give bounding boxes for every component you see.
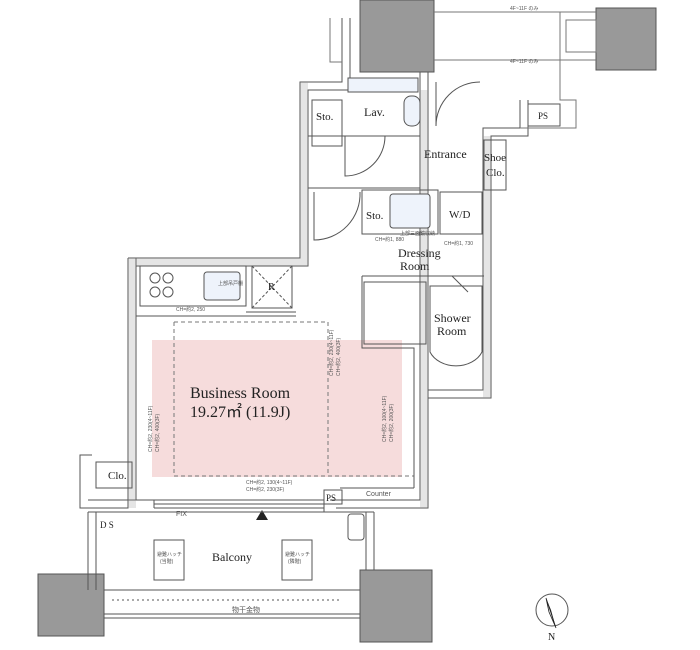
counter-label: Counter [366,491,392,498]
wd-label: W/D [449,209,470,221]
ps-top-label: PS [538,111,548,121]
ps-top-box [527,103,561,127]
business-room-area: 19.27㎡ (11.9J) [190,403,290,421]
refrigerator-label: R [268,282,275,293]
ch-dressing-1: CH=約1, 880 [375,236,404,243]
compass-label: N [548,632,555,643]
hatch-left-2: (当階) [160,558,174,565]
hatch-right-2: (隣階) [288,558,302,565]
ch-right-b: CH=約2, 200(3F) [388,403,395,442]
ch-center-b: CH=約2, 400(3F) [335,337,342,376]
upper-cabinet-2: 上部三面鏡収納 [400,230,435,237]
hatch-right-1: 避難ハッチ [285,551,310,558]
ch-right-a: CH=約2, 100(4~11F) [381,395,388,442]
top-balcony [329,11,597,129]
ch-left-b: CH=約2, 400(3F) [154,413,161,452]
balcony-label: Balcony [212,550,252,564]
lav-label: Lav. [364,105,385,119]
compass-icon [535,593,569,629]
shower-label-1: Shower [434,311,471,325]
sto-mid-label: Sto. [366,210,384,222]
shoe-closet-box [483,139,507,191]
clothes-rail-label: 物干金物 [232,605,260,614]
ch-bottom-a: CH=約2, 130(4~11F) [246,479,293,486]
ds-label: D S [100,520,114,530]
dressing-room [361,189,484,277]
entrance-label: Entrance [424,147,467,161]
business-room-highlight [152,340,402,477]
ps-bottom-label: PS [326,493,336,503]
shower-label-2: Room [437,324,467,338]
sto-top-label: Sto. [316,111,334,123]
top-dim-2: 4F~11F のみ [510,59,538,65]
structural-columns [37,0,657,643]
shower-room [363,275,483,367]
dressing-label-1: Dressing [398,246,441,260]
closet-left-box [95,461,133,489]
clo-left-label: Clo. [108,470,127,482]
wall-fill [128,82,491,508]
entrance-doors [308,81,481,241]
ch-center-a: CH=約2, 230(4~11F) [328,329,335,376]
room-partition [340,276,415,489]
window-sash [136,499,325,512]
ch-dressing-2: CH=約1, 730 [444,240,473,247]
ceiling-lines [173,321,414,477]
ps-bottom-box [323,489,343,505]
ch-left-a: CH=約2, 230(4~11F) [147,405,154,452]
dressing-label-2: Room [400,259,430,273]
fix-label: FIX [176,511,187,518]
hatch-left-1: 避難ハッチ [157,551,182,558]
shoe-clo-label-1: Shoe [484,152,506,164]
kitchen [136,265,296,317]
business-room-name: Business Room [190,385,291,402]
entry-arrow-icon [256,510,268,520]
upper-cabinet-1: 上部吊戸棚 [218,280,243,287]
top-dim-1: 4F~11F のみ [510,6,538,12]
balcony-outline [87,511,375,619]
lavatory [308,77,421,147]
shoe-clo-label-2: Clo. [486,167,505,179]
ch-bottom-b: CH=約2, 230(3F) [246,486,285,493]
ch-kitchen: CH=約2, 250 [176,306,205,313]
